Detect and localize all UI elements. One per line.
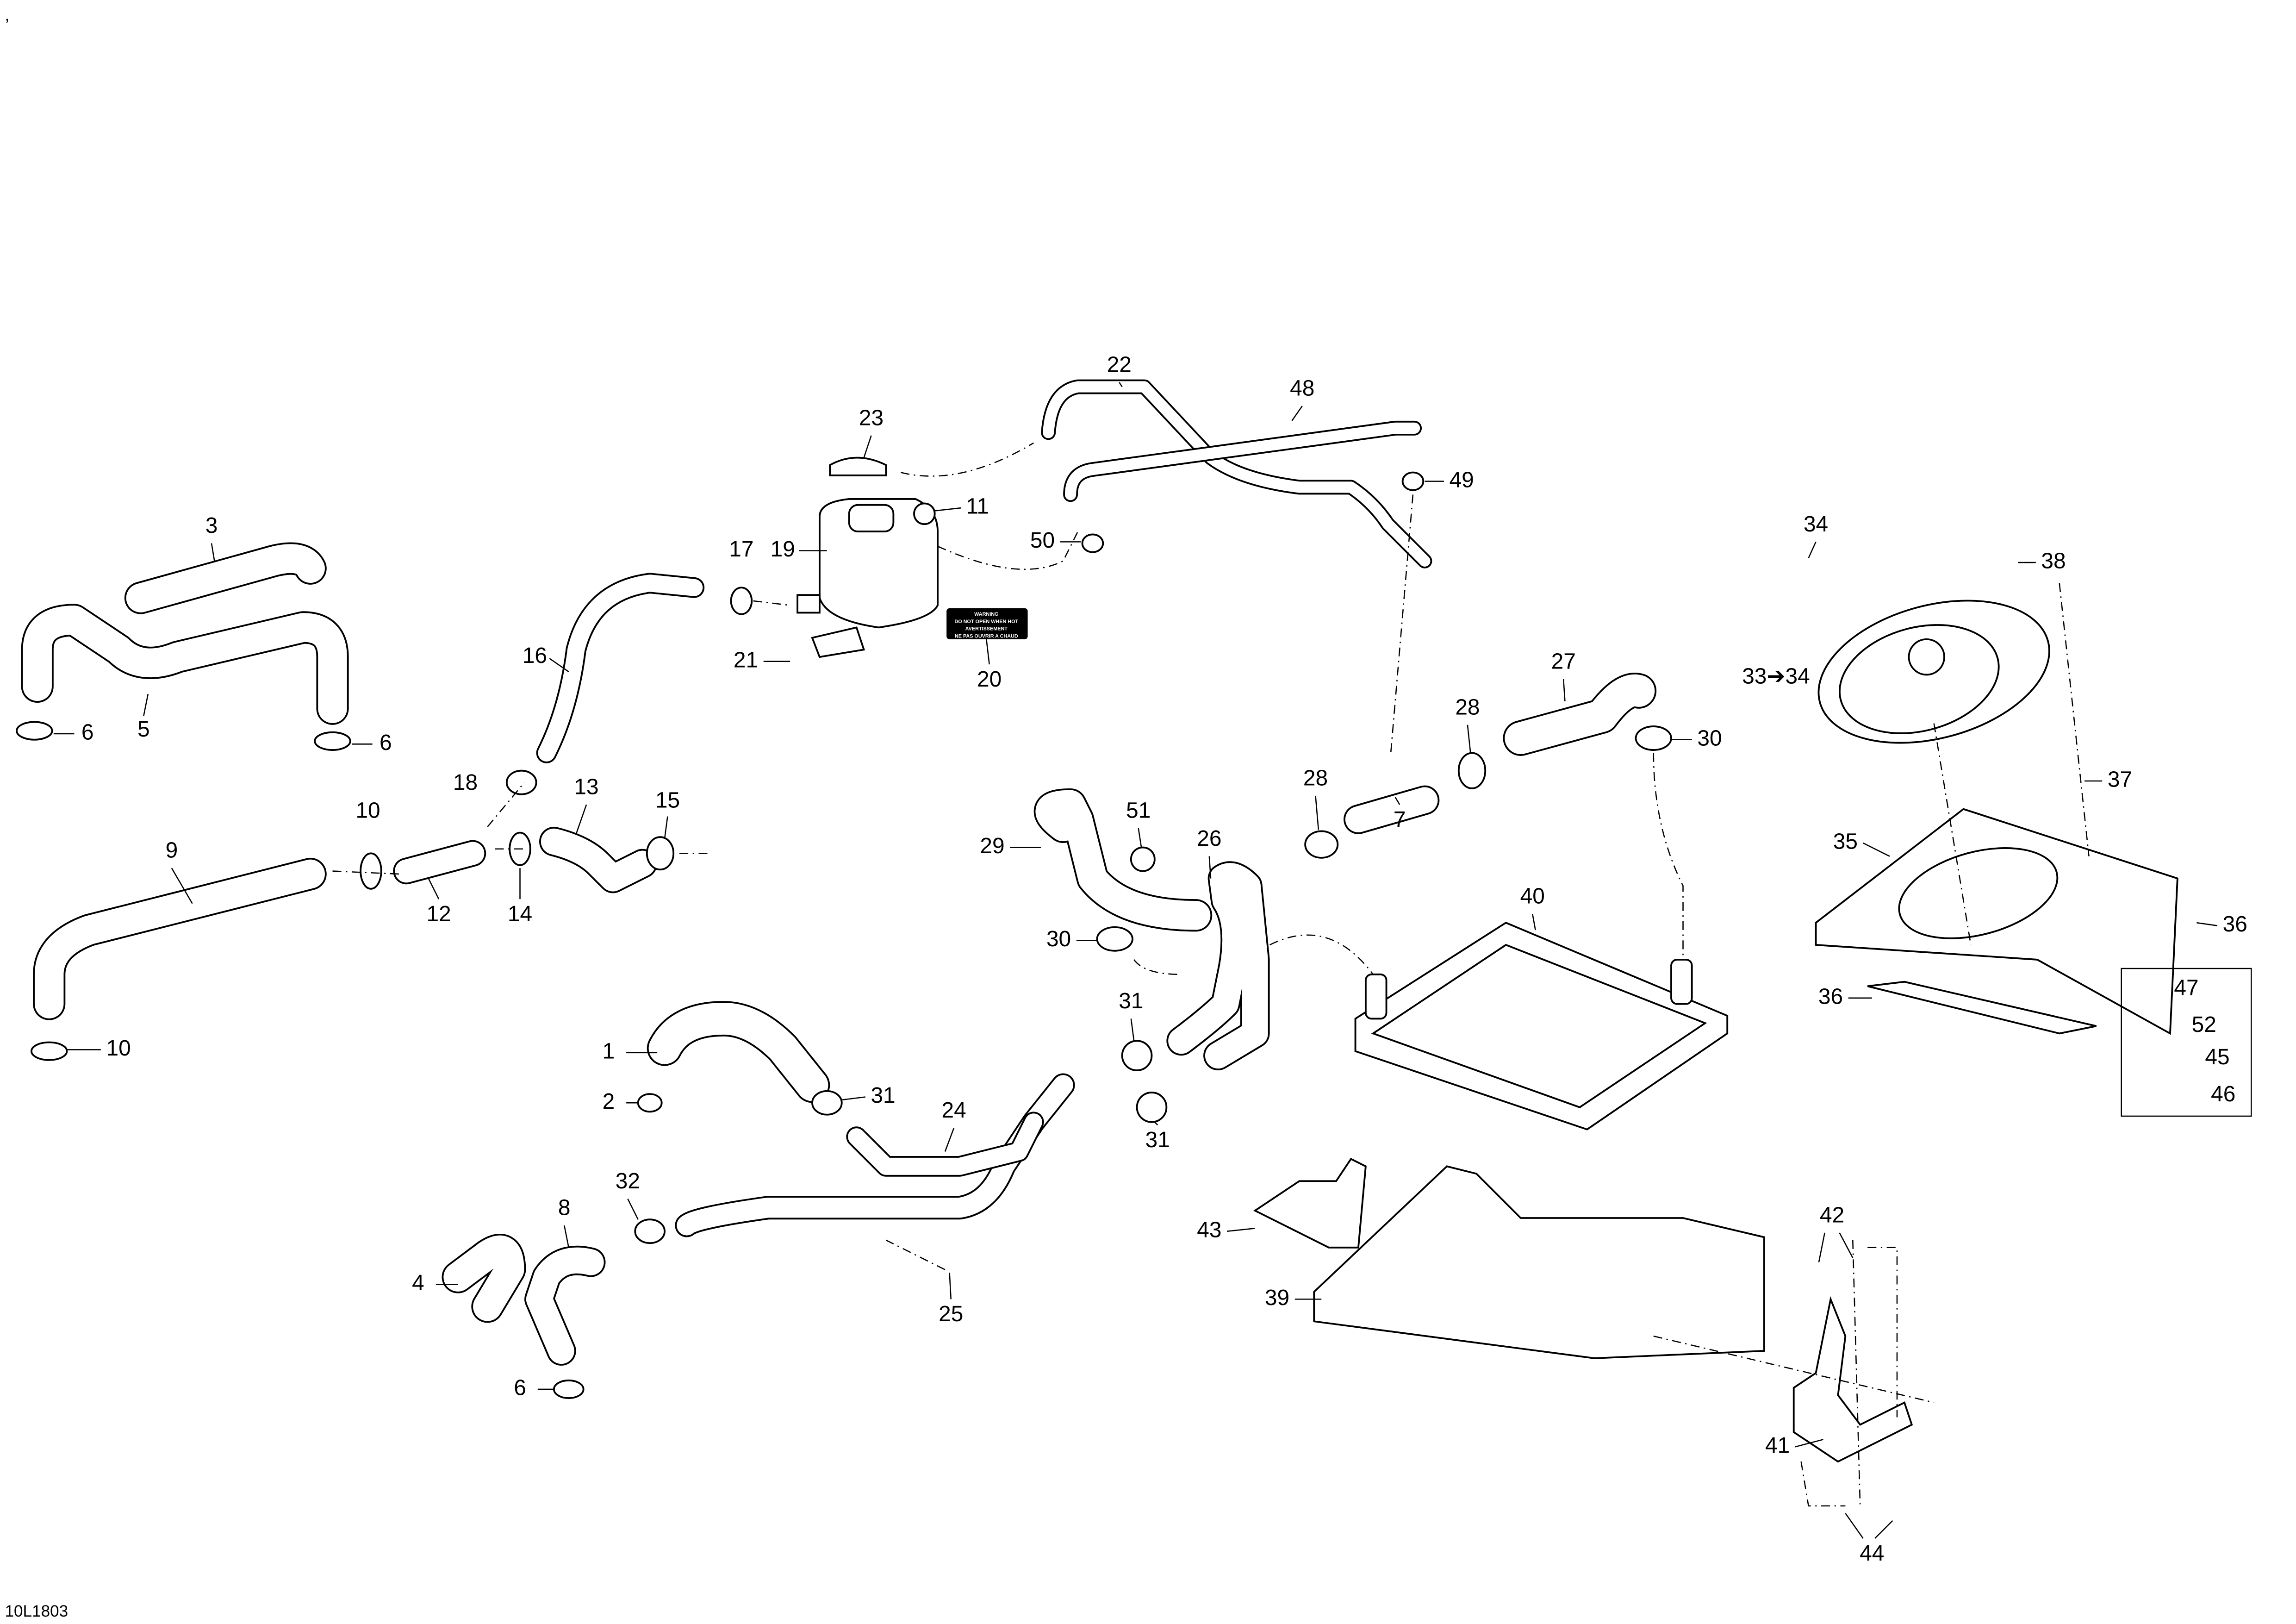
hose-16 bbox=[538, 575, 703, 762]
callout: 26 bbox=[1197, 826, 1221, 851]
hose-4 bbox=[443, 1235, 524, 1321]
callout: 23 bbox=[859, 406, 884, 430]
callout: 7 bbox=[1394, 807, 1406, 832]
callout: 13 bbox=[574, 775, 598, 800]
callout: 39 bbox=[1265, 1286, 1289, 1310]
callout: 3 bbox=[205, 513, 218, 538]
hose-1 bbox=[648, 1003, 828, 1101]
hose-9 bbox=[34, 859, 325, 1018]
callout: 27 bbox=[1551, 650, 1576, 674]
components: WARNING DO NOT OPEN WHEN HOT AVERTISSEME… bbox=[796, 456, 2252, 1463]
callout: 28 bbox=[1303, 766, 1328, 790]
hose-3 bbox=[126, 544, 325, 612]
hose-13 bbox=[541, 828, 656, 892]
callout: 10 bbox=[106, 1036, 131, 1061]
callout: 47 bbox=[2174, 975, 2198, 1000]
svg-text:AVERTISSEMENT: AVERTISSEMENT bbox=[965, 626, 1008, 632]
hose-22-48 bbox=[1043, 381, 1431, 567]
callout: 16 bbox=[523, 643, 547, 668]
callout: 18 bbox=[453, 770, 478, 795]
leader-lines bbox=[53, 382, 2218, 1539]
callout: 8 bbox=[558, 1196, 571, 1220]
callout: 1 bbox=[603, 1039, 615, 1063]
callout: 30 bbox=[1697, 726, 1722, 750]
svg-text:DO NOT OPEN WHEN HOT: DO NOT OPEN WHEN HOT bbox=[954, 619, 1018, 625]
drawing-id: 10L1803 bbox=[5, 1602, 68, 1620]
callout: 28 bbox=[1455, 695, 1480, 719]
hose-8 bbox=[526, 1247, 604, 1364]
callout: 4 bbox=[412, 1271, 424, 1295]
callout: 52 bbox=[2192, 1012, 2216, 1037]
hose-12 bbox=[395, 842, 485, 883]
callout: 44 bbox=[1860, 1541, 1884, 1566]
callout: 19 bbox=[771, 537, 795, 562]
callout: 12 bbox=[427, 902, 451, 926]
callout: 37 bbox=[2108, 768, 2132, 792]
callout: 21 bbox=[734, 648, 758, 672]
corner-mark: , bbox=[5, 6, 10, 25]
callout: 20 bbox=[977, 667, 1002, 692]
callout: 40 bbox=[1520, 884, 1545, 909]
callout: 38 bbox=[2041, 549, 2066, 574]
callout: 36 bbox=[1818, 984, 1843, 1009]
callout: 6 bbox=[380, 731, 392, 755]
callout: 48 bbox=[1290, 376, 1314, 401]
hose-48b bbox=[1064, 422, 1420, 500]
callout: 25 bbox=[939, 1302, 963, 1326]
hose-5 bbox=[23, 606, 347, 724]
hose-29 bbox=[1035, 790, 1211, 930]
callout: 24 bbox=[942, 1098, 966, 1123]
callout: 33➔34 bbox=[1742, 664, 1810, 688]
callout: 9 bbox=[166, 838, 178, 863]
callout: 50 bbox=[1030, 528, 1055, 553]
callout: 31 bbox=[1145, 1128, 1170, 1152]
callout: 41 bbox=[1765, 1433, 1790, 1458]
hose-26 bbox=[1168, 863, 1268, 1069]
callout: 14 bbox=[508, 902, 532, 926]
callout: 10 bbox=[355, 799, 380, 823]
callout: 30 bbox=[1046, 927, 1071, 951]
callout: 31 bbox=[871, 1083, 895, 1108]
callout: 46 bbox=[2211, 1082, 2235, 1106]
assembly-lines bbox=[332, 442, 2090, 1507]
callout: 15 bbox=[655, 788, 680, 812]
callout: 31 bbox=[1119, 989, 1143, 1013]
callout: 5 bbox=[137, 717, 150, 742]
callout: 43 bbox=[1197, 1218, 1221, 1242]
hose-7 bbox=[1345, 787, 1438, 833]
callout: 49 bbox=[1450, 468, 1474, 492]
callout: 51 bbox=[1126, 799, 1151, 823]
callout: 35 bbox=[1833, 830, 1858, 854]
svg-text:WARNING: WARNING bbox=[974, 612, 998, 617]
callout: 22 bbox=[1107, 353, 1132, 377]
callout: 32 bbox=[616, 1169, 640, 1193]
callout: 45 bbox=[2205, 1045, 2229, 1069]
hose-24b bbox=[848, 1113, 1042, 1175]
warning-decal-20: WARNING DO NOT OPEN WHEN HOT AVERTISSEME… bbox=[946, 608, 1028, 639]
hose-24 bbox=[677, 1075, 1073, 1236]
callout: 11 bbox=[966, 494, 989, 519]
callout: 29 bbox=[980, 834, 1004, 858]
callout: 36 bbox=[2223, 912, 2247, 937]
clamps bbox=[16, 471, 1672, 1399]
callout: 6 bbox=[81, 720, 94, 745]
callout: 34 bbox=[1804, 512, 1828, 537]
callout: 6 bbox=[514, 1376, 526, 1400]
hoses bbox=[21, 379, 1657, 1366]
callout: 42 bbox=[1820, 1203, 1844, 1227]
callout: 2 bbox=[603, 1089, 615, 1114]
svg-text:NE PAS OUVRIR A CHAUD: NE PAS OUVRIR A CHAUD bbox=[955, 634, 1018, 639]
callout-labels: 3 5 6 6 9 10 10 12 18 13 14 15 16 17 19 … bbox=[81, 353, 2247, 1566]
hose-27 bbox=[1505, 674, 1655, 754]
callout: 17 bbox=[729, 537, 753, 562]
